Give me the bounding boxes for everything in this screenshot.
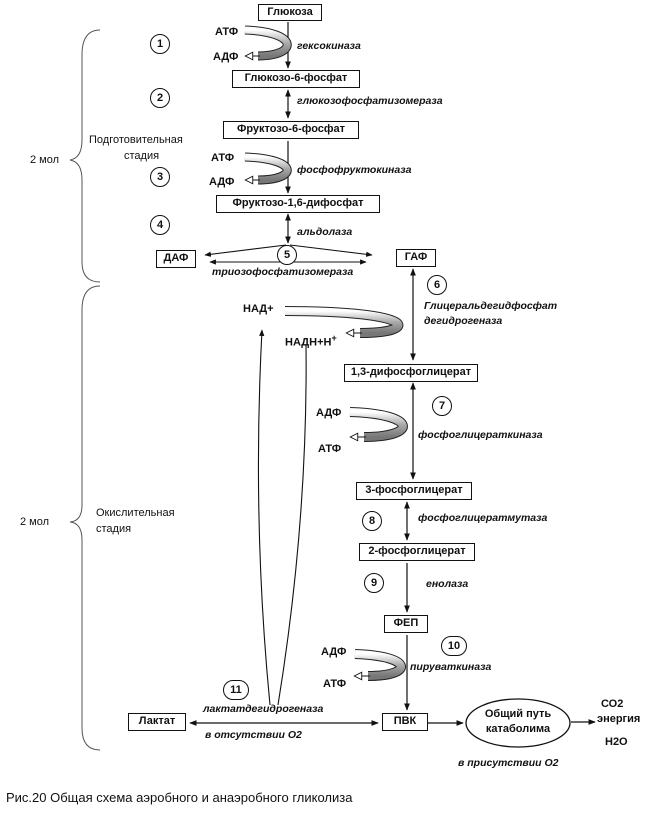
atp-label-3: АТФ xyxy=(211,152,235,164)
atp-label-10: АТФ xyxy=(323,678,347,690)
enzyme-8: фосфоглицератмутаза xyxy=(418,512,548,524)
adp-label-7: АДФ xyxy=(316,407,342,419)
anaerobic-condition: в отсутствии О2 xyxy=(205,729,302,741)
nadh-label: НАДН+Н+ xyxy=(285,333,337,349)
catabolism-oval xyxy=(465,698,571,748)
enzyme-5: триозофосфатизомераза xyxy=(212,266,354,278)
prep-stage-brace xyxy=(69,29,101,283)
step-10: 10 xyxy=(441,636,467,656)
step-2: 2 xyxy=(150,88,170,108)
step-6: 6 xyxy=(427,275,447,295)
ox-stage-label-line1: Окислительная xyxy=(96,507,175,519)
f16bp-box: Фруктозо-1,6-дифосфат xyxy=(216,195,380,213)
step-1: 1 xyxy=(150,34,170,54)
ox-stage-label-line2: стадия xyxy=(96,523,132,535)
nadh-sup: + xyxy=(331,333,337,343)
catabolism-line2: катаболима xyxy=(485,723,551,735)
enzyme-2: глюкозофосфатизомераза xyxy=(297,95,443,107)
g6p-box: Глюкозо-6-фосфат xyxy=(232,70,360,88)
catabolism-line1: Общий путь xyxy=(484,708,552,720)
adp-label-3: АДФ xyxy=(209,176,235,188)
atp-label-1: АТФ xyxy=(215,26,239,38)
ldh-to-nad-line xyxy=(257,329,271,706)
ox-stage-brace xyxy=(69,285,101,751)
lactate-box: Лактат xyxy=(128,713,186,731)
enzyme-4: альдолаза xyxy=(297,226,353,238)
step-4: 4 xyxy=(150,215,170,235)
product-h2o: Н2О xyxy=(605,736,628,748)
enzyme-10: пируваткиназа xyxy=(410,661,492,673)
nadh-to-ldh-line xyxy=(277,344,307,706)
pep-box: ФЕП xyxy=(384,615,428,633)
arrow-split-gap xyxy=(289,244,373,257)
step-9: 9 xyxy=(364,573,384,593)
prep-stage-label-line1: Подготовительная xyxy=(89,134,183,146)
enzyme-6-line1: Глицеральдегидфосфат xyxy=(424,300,558,312)
enzyme-1: гексокиназа xyxy=(297,40,361,52)
adp-label-1: АДФ xyxy=(213,51,239,63)
enzyme-3: фосфофруктокиназа xyxy=(297,164,412,176)
prep-stage-label-line2: стадия xyxy=(124,150,160,162)
enzyme-9: енолаза xyxy=(426,578,469,590)
pyruvate-box: ПВК xyxy=(382,713,428,731)
pg3-box: 3-фосфоглицерат xyxy=(356,482,472,500)
nadh-text: НАДН+Н xyxy=(285,336,332,349)
gap-box: ГАФ xyxy=(396,249,436,267)
figure-caption: Рис.20 Общая схема аэробного и анаэробно… xyxy=(6,790,353,805)
enzyme-6-line2: дегидрогеназа xyxy=(424,315,503,327)
glucose-box: Глюкоза xyxy=(258,4,322,21)
f6p-box: Фруктозо-6-фосфат xyxy=(223,121,359,139)
arrow-split-dap xyxy=(204,244,287,257)
step-11: 11 xyxy=(223,680,249,700)
mol-bottom-label: 2 мол xyxy=(20,516,50,528)
step-5: 5 xyxy=(277,245,297,265)
enzyme-7: фосфоглицераткиназа xyxy=(418,429,543,441)
step-3: 3 xyxy=(150,167,170,187)
enzyme-11: лактатдегидрогеназа xyxy=(203,703,324,715)
aerobic-condition: в присутствии О2 xyxy=(458,757,559,769)
step-7: 7 xyxy=(432,396,452,416)
product-co2: СО2 xyxy=(601,698,624,710)
product-energy: энергия xyxy=(597,713,641,725)
mol-top-label: 2 мол xyxy=(30,154,60,166)
nad-label: НАД+ xyxy=(243,303,274,315)
pg2-box: 2-фосфоглицерат xyxy=(359,543,475,561)
atp-label-7: АТФ xyxy=(318,443,342,455)
adp-label-10: АДФ xyxy=(321,646,347,658)
step-8: 8 xyxy=(362,511,382,531)
bpg13-box: 1,3-дифосфоглицерат xyxy=(344,364,478,382)
dap-box: ДАФ xyxy=(156,250,196,268)
